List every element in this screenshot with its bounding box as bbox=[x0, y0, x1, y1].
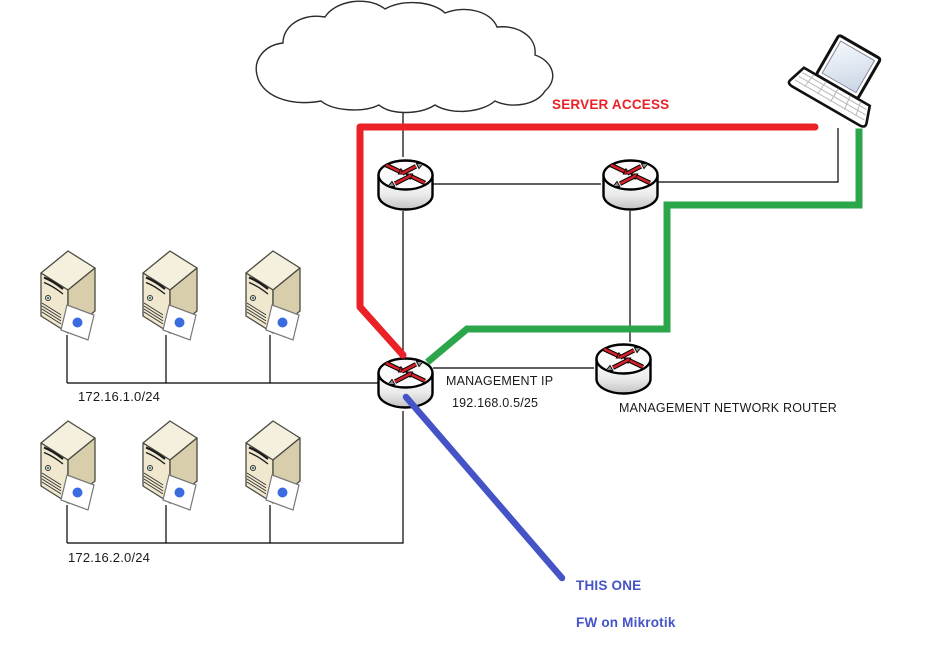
fw-on-mikrotik-label: FW on Mikrotik bbox=[576, 615, 676, 630]
subnet1-label: 172.16.1.0/24 bbox=[78, 389, 161, 404]
management-access-path bbox=[425, 128, 863, 365]
server-access-path bbox=[356, 123, 819, 359]
subnet2-bus bbox=[67, 411, 404, 544]
internet-cloud-icon bbox=[255, 0, 554, 114]
management-ip-label: MANAGEMENT IP bbox=[446, 374, 554, 388]
link-laptop-router2 bbox=[658, 128, 839, 183]
server-icon bbox=[141, 419, 199, 512]
subnet1-servers bbox=[39, 249, 302, 342]
server-icon bbox=[244, 419, 302, 512]
internet-router-right-icon bbox=[604, 161, 658, 210]
connector-lines bbox=[66, 111, 839, 544]
server-icon bbox=[244, 249, 302, 342]
management-network-router-icon bbox=[597, 345, 651, 394]
internet-router-left-icon bbox=[379, 161, 433, 210]
admin-laptop-icon bbox=[787, 34, 882, 128]
fw-callout-line bbox=[402, 393, 566, 582]
this-one-label: THIS ONE bbox=[576, 578, 642, 593]
management-ip-address: 192.168.0.5/25 bbox=[452, 396, 539, 410]
server-icon bbox=[39, 419, 97, 512]
management-network-router-label: MANAGEMENT NETWORK ROUTER bbox=[619, 401, 837, 415]
subnet2-label: 172.16.2.0/24 bbox=[68, 550, 151, 565]
server-access-label: SERVER ACCESS bbox=[552, 97, 670, 112]
server-icon bbox=[141, 249, 199, 342]
server-icon bbox=[39, 249, 97, 342]
subnet2-servers bbox=[39, 419, 302, 512]
